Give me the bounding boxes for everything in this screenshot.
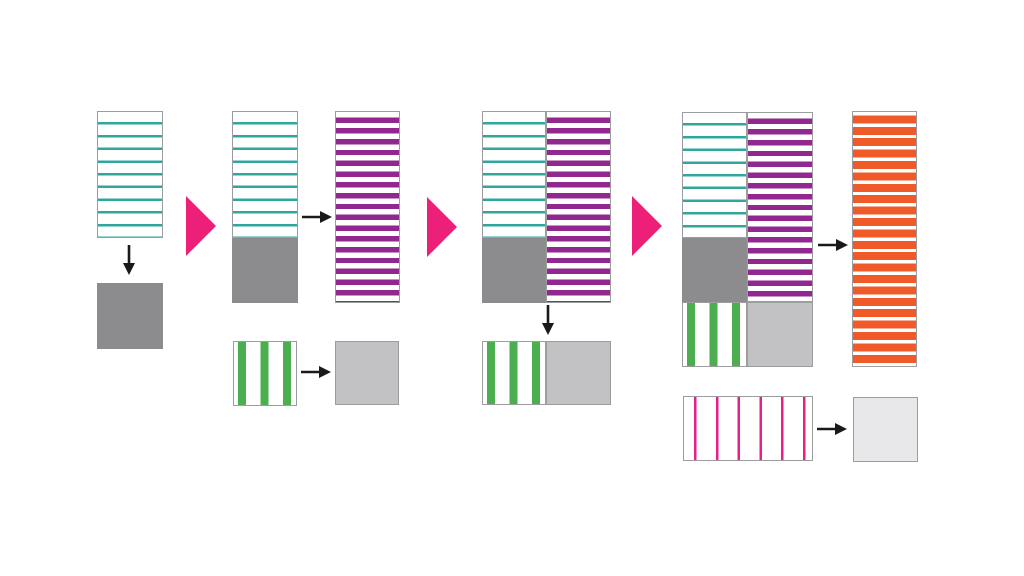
stage-separator-triangle-2 [427, 197, 457, 257]
green-striped-block [482, 341, 546, 405]
down-arrow-icon [542, 305, 554, 335]
teal-striped-block [97, 111, 163, 238]
down-arrow-icon [123, 245, 135, 275]
right-arrow-icon [818, 239, 848, 251]
right-arrow-icon [301, 366, 331, 378]
orange-striped-block [852, 111, 917, 367]
dark-gray-block [97, 283, 163, 349]
dark-gray-block [682, 238, 747, 302]
dark-gray-block [482, 238, 546, 303]
dark-gray-block [232, 238, 298, 303]
pink-striped-block [683, 396, 813, 461]
purple-striped-block [546, 111, 611, 303]
right-arrow-icon [302, 211, 332, 223]
stage-separator-triangle-1 [186, 196, 216, 256]
teal-striped-block [682, 112, 747, 238]
right-arrow-icon [817, 423, 847, 435]
light-gray-block [853, 397, 918, 462]
teal-striped-block [232, 111, 298, 238]
purple-striped-block [747, 112, 813, 302]
stage-separator-triangle-3 [632, 196, 662, 256]
medium-gray-block [747, 302, 813, 367]
teal-striped-block [482, 111, 546, 238]
purple-striped-block [335, 111, 400, 303]
green-striped-block [682, 302, 747, 367]
medium-gray-block [335, 341, 399, 405]
green-striped-block [233, 341, 297, 406]
medium-gray-block [546, 341, 611, 405]
